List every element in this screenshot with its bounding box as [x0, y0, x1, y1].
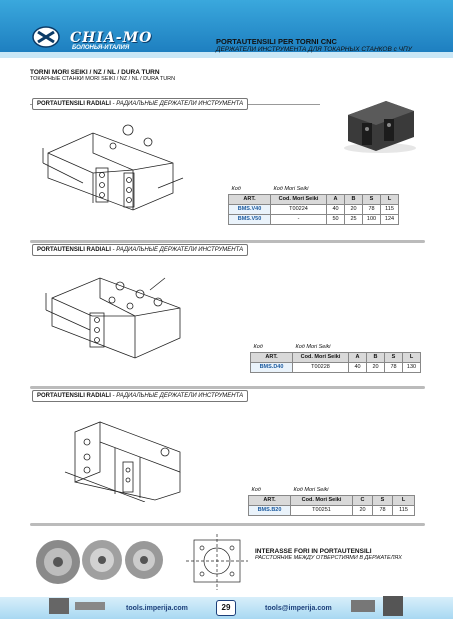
col-art: ART.	[228, 193, 271, 205]
header-bar	[0, 0, 453, 52]
page-title-ru: ДЕРЖАТЕЛИ ИНСТРУМЕНТА ДЛЯ ТОКАРНЫХ СТАНК…	[216, 46, 412, 53]
drawing-hole-spacing	[186, 530, 248, 592]
col-s: S	[362, 193, 381, 205]
label-kod-mori: Код Mori Seiki	[273, 185, 309, 192]
table-row: BMS.D40 T00228 40 20 78 130	[250, 361, 421, 373]
col-a: A	[326, 193, 345, 205]
section-1-label: PORTAUTENSILI RADIALI - РАДИАЛЬНЫЕ ДЕРЖА…	[32, 98, 249, 110]
table-row: BMS.B20 T00251 20 78 115	[248, 504, 415, 516]
drawing-radial-holder-3	[55, 412, 195, 502]
section-3-label: PORTAUTENSILI RADIALI - РАДИАЛЬНЫЕ ДЕРЖА…	[32, 390, 249, 402]
footer-website-link[interactable]: tools.imperija.com	[126, 605, 188, 612]
page-number: 29	[216, 600, 236, 616]
tool-photo-left-icon	[45, 590, 115, 625]
col-cod: Cod. Mori Seiki	[270, 193, 327, 205]
col-l: L	[380, 193, 399, 205]
table-row: BMS.V50 - 50 25 100 124	[228, 213, 399, 225]
header-stripe	[0, 52, 453, 58]
brand-name: CHIA-MO	[70, 30, 153, 46]
tool-photo-right-icon	[345, 590, 415, 625]
spec-table-3: Код Код Mori Seiki ART. Cod. Mori Seiki …	[248, 485, 415, 516]
section-separator	[30, 386, 425, 389]
logo-emblem-icon	[32, 26, 60, 48]
drawing-radial-holder-2	[40, 268, 190, 363]
category-heading: TORNI MORI SEIKI / NZ / NL / DURA TURN Т…	[30, 69, 175, 82]
col-b: B	[344, 193, 363, 205]
photo-turrets	[30, 530, 170, 590]
spec-table-2: Код Код Mori Seiki ART. Cod. Mori Seiki …	[250, 342, 421, 373]
section-2-label: PORTAUTENSILI RADIALI - РАДИАЛЬНЫЕ ДЕРЖА…	[32, 244, 249, 256]
interasse-title: INTERASSE FORI IN PORTAUTENSILI	[255, 548, 372, 555]
category-it: TORNI MORI SEIKI / NZ / NL / DURA TURN	[30, 69, 160, 76]
category-ru: ТОКАРНЫЕ СТАНКИ MORI SEIKI / NZ / NL / D…	[30, 76, 176, 82]
brand-subtitle: БОЛОНЬЯ-ИТАЛИЯ	[72, 45, 130, 51]
footer-email-link[interactable]: tools@imperija.com	[265, 605, 332, 612]
section-separator	[30, 240, 425, 243]
table-row: BMS.V40 T00224 40 20 78 115	[228, 203, 399, 215]
drawing-radial-holder-1	[38, 118, 188, 213]
photo-radial-holder-1	[340, 93, 420, 155]
label-kod: Код	[231, 185, 241, 192]
interasse-heading: INTERASSE FORI IN PORTAUTENSILI РАССТОЯН…	[255, 548, 402, 561]
page-title-it: PORTAUTENSILI PER TORNI CNC	[216, 37, 337, 46]
spec-table-1: Код Код Mori Seiki ART. Cod. Mori Seiki …	[228, 184, 399, 225]
section-separator	[30, 523, 425, 526]
page-title: PORTAUTENSILI PER TORNI CNC ДЕРЖАТЕЛИ ИН…	[216, 37, 412, 53]
interasse-subtitle: РАССТОЯНИЕ МЕЖДУ ОТВЕРСТИЯМИ В ДЕРЖАТЕЛЯ…	[255, 555, 402, 561]
